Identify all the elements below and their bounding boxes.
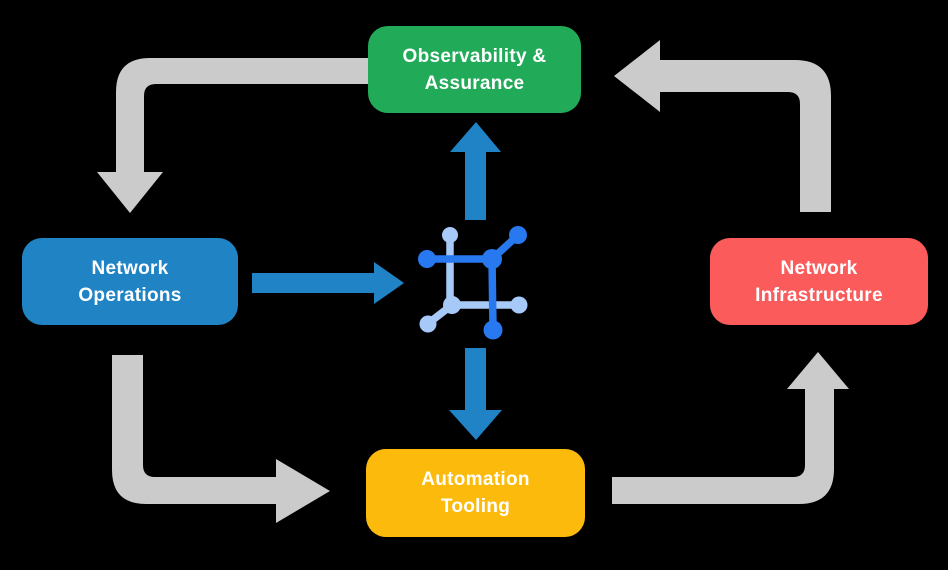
node-label-line1: Automation [421, 469, 530, 490]
arrow-center-to-automation [449, 348, 502, 440]
node-label-line2: Assurance [424, 72, 525, 94]
icon-node-top-right [509, 226, 527, 244]
node-label-line2: Infrastructure [755, 284, 883, 306]
node-label-line1: Network [91, 257, 169, 279]
icon-node-bottom [483, 320, 503, 340]
arrow-observability-to-operations [97, 58, 368, 213]
node-network-operations: Network Operations [22, 238, 238, 325]
node-label-line1: Observability & [402, 45, 547, 67]
node-automation-tooling: Automation Tooling [366, 449, 585, 537]
icon-right-edge [488, 258, 497, 329]
icon-node-right [510, 296, 528, 314]
icon-dark-strokes [418, 226, 527, 340]
icon-node-bottom-left [419, 315, 437, 333]
icon-node-left [418, 250, 436, 268]
icon-top-right-diagonal [489, 234, 519, 262]
arrow-operations-to-automation [112, 355, 330, 523]
node-observability-assurance: Observability & Assurance [368, 26, 581, 113]
node-label-line1: Network [780, 257, 858, 279]
node-network-infrastructure: Network Infrastructure [710, 238, 928, 325]
blue-center-arrows [252, 122, 502, 440]
icon-node-bottom-left-corner [443, 296, 461, 314]
arrow-center-to-observability [450, 122, 501, 220]
network-chip-icon [418, 226, 528, 340]
arrow-operations-to-center [252, 262, 404, 304]
icon-node-top-right-corner [482, 249, 502, 269]
arrow-automation-to-infrastructure [612, 352, 849, 504]
node-label-line2: Operations [78, 284, 182, 306]
node-label-line2: Tooling [440, 496, 511, 517]
icon-bottom-left-diagonal [427, 302, 455, 325]
arrow-infrastructure-to-observability [614, 40, 831, 212]
icon-light-strokes [419, 227, 528, 333]
icon-node-top [442, 227, 458, 243]
